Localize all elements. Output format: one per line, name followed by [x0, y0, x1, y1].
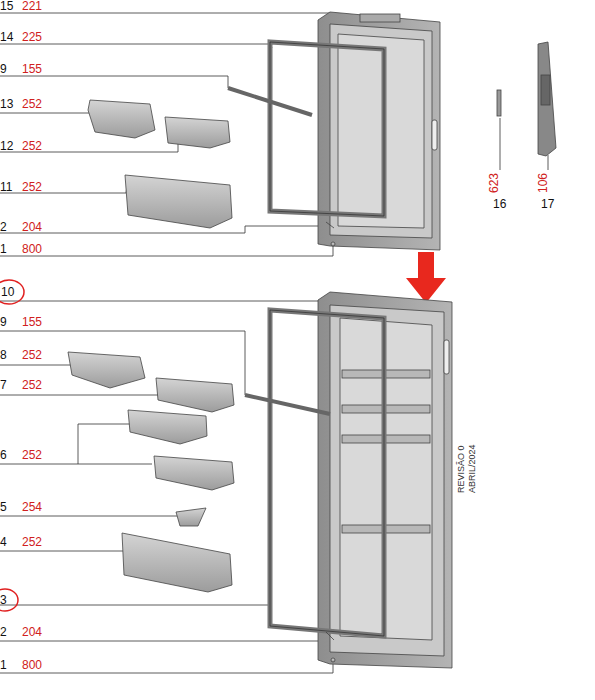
highlight-circles	[0, 280, 24, 611]
part-code: 252	[22, 379, 42, 392]
drawing-stroke	[548, 155, 549, 170]
shelf-bar	[228, 88, 312, 115]
drawing-stroke	[128, 410, 207, 444]
drawing-stroke	[0, 600, 270, 605]
drawing-stroke	[122, 533, 232, 592]
drawing-stroke	[165, 117, 230, 148]
drawing-stroke	[0, 44, 272, 48]
door-gasket	[270, 42, 384, 216]
drawing-stroke	[538, 42, 556, 156]
door-gasket	[270, 42, 384, 216]
part-code: 252	[22, 140, 42, 153]
part-code: 800	[22, 659, 42, 672]
drawing-stroke	[360, 14, 400, 22]
callout-number: 7	[0, 379, 7, 392]
door-gasket	[270, 310, 384, 636]
part-code: 106	[537, 173, 550, 193]
drawing-stroke	[0, 13, 330, 20]
callout-number: 9	[0, 316, 7, 329]
callout-number: 12	[0, 140, 13, 153]
callout-number: 13	[0, 98, 13, 111]
drawing-stroke	[176, 508, 206, 526]
drawing-stroke	[541, 75, 550, 105]
callout-number: 3	[0, 594, 7, 607]
drawing-stroke	[78, 464, 152, 465]
drawing-stroke	[125, 175, 232, 228]
drawing-stroke	[68, 352, 145, 388]
drawing-stroke	[500, 118, 501, 170]
drawing-stroke	[331, 658, 335, 662]
part-code: 800	[22, 243, 42, 256]
drawing-stroke	[0, 424, 130, 464]
drawing-stroke	[0, 298, 330, 301]
drawing-stroke	[0, 180, 128, 193]
drawing-stroke	[0, 280, 24, 304]
drawing-stroke	[432, 120, 437, 150]
callout-number: 11	[0, 181, 12, 194]
drawing-stroke	[497, 90, 501, 116]
upper-shelves	[88, 100, 335, 246]
part-code: 254	[22, 501, 42, 514]
drawing-stroke	[0, 246, 333, 256]
drawing-stroke	[156, 378, 234, 412]
part-code: 623	[488, 173, 501, 193]
callout-number: 6	[0, 449, 7, 462]
small-parts	[497, 42, 556, 156]
drawing-stroke	[326, 222, 334, 228]
callout-number: 4	[0, 536, 7, 549]
drawing-stroke	[338, 34, 424, 228]
drawing-stroke	[0, 545, 126, 551]
revision-note: ABRIL/2024	[467, 444, 477, 493]
callout-number: 15	[0, 0, 13, 13]
callout-number: 8	[0, 349, 7, 362]
red-arrow	[406, 252, 446, 303]
drawing-stroke	[330, 305, 444, 656]
part-code: 204	[22, 221, 42, 234]
drawing-stroke	[0, 636, 326, 641]
shelf-bar	[245, 395, 330, 414]
part-code: 252	[22, 98, 42, 111]
callout-number: 10	[1, 286, 14, 299]
part-code: 204	[22, 626, 42, 639]
leader-lines	[0, 13, 548, 673]
drawing-stroke	[331, 242, 335, 246]
callout-number: 2	[0, 626, 7, 639]
drawing-stroke	[0, 589, 18, 611]
part-code: 221	[22, 0, 42, 13]
part-code: 252	[22, 181, 42, 194]
drawing-stroke	[0, 106, 100, 113]
part-code: 252	[22, 536, 42, 549]
drawing-stroke	[0, 140, 178, 152]
drawing-stroke	[154, 456, 234, 490]
revision-note: REVISÃO 0	[456, 445, 466, 493]
drawing-stroke	[444, 340, 449, 374]
drawing-stroke	[0, 76, 228, 88]
part-code: 252	[22, 349, 42, 362]
part-code: 225	[22, 31, 42, 44]
drawing-stroke	[326, 632, 334, 640]
drawing-stroke	[0, 516, 182, 520]
drawing-stroke	[330, 24, 432, 238]
callout-number: 17	[541, 198, 554, 211]
part-code: 155	[22, 63, 42, 76]
door-gasket	[270, 310, 384, 636]
part-code: 252	[22, 449, 42, 462]
callout-number: 9	[0, 63, 7, 76]
callout-number: 2	[0, 221, 7, 234]
callout-number: 1	[0, 659, 7, 672]
part-code: 155	[22, 316, 42, 329]
callout-number: 14	[0, 31, 13, 44]
callout-number: 1	[0, 243, 7, 256]
callout-number: 16	[493, 198, 506, 211]
drawing-stroke	[0, 662, 333, 673]
callout-number: 5	[0, 501, 7, 514]
drawing-stroke	[0, 226, 326, 233]
drawing-stroke	[88, 100, 155, 138]
lower-shelves	[68, 352, 335, 662]
